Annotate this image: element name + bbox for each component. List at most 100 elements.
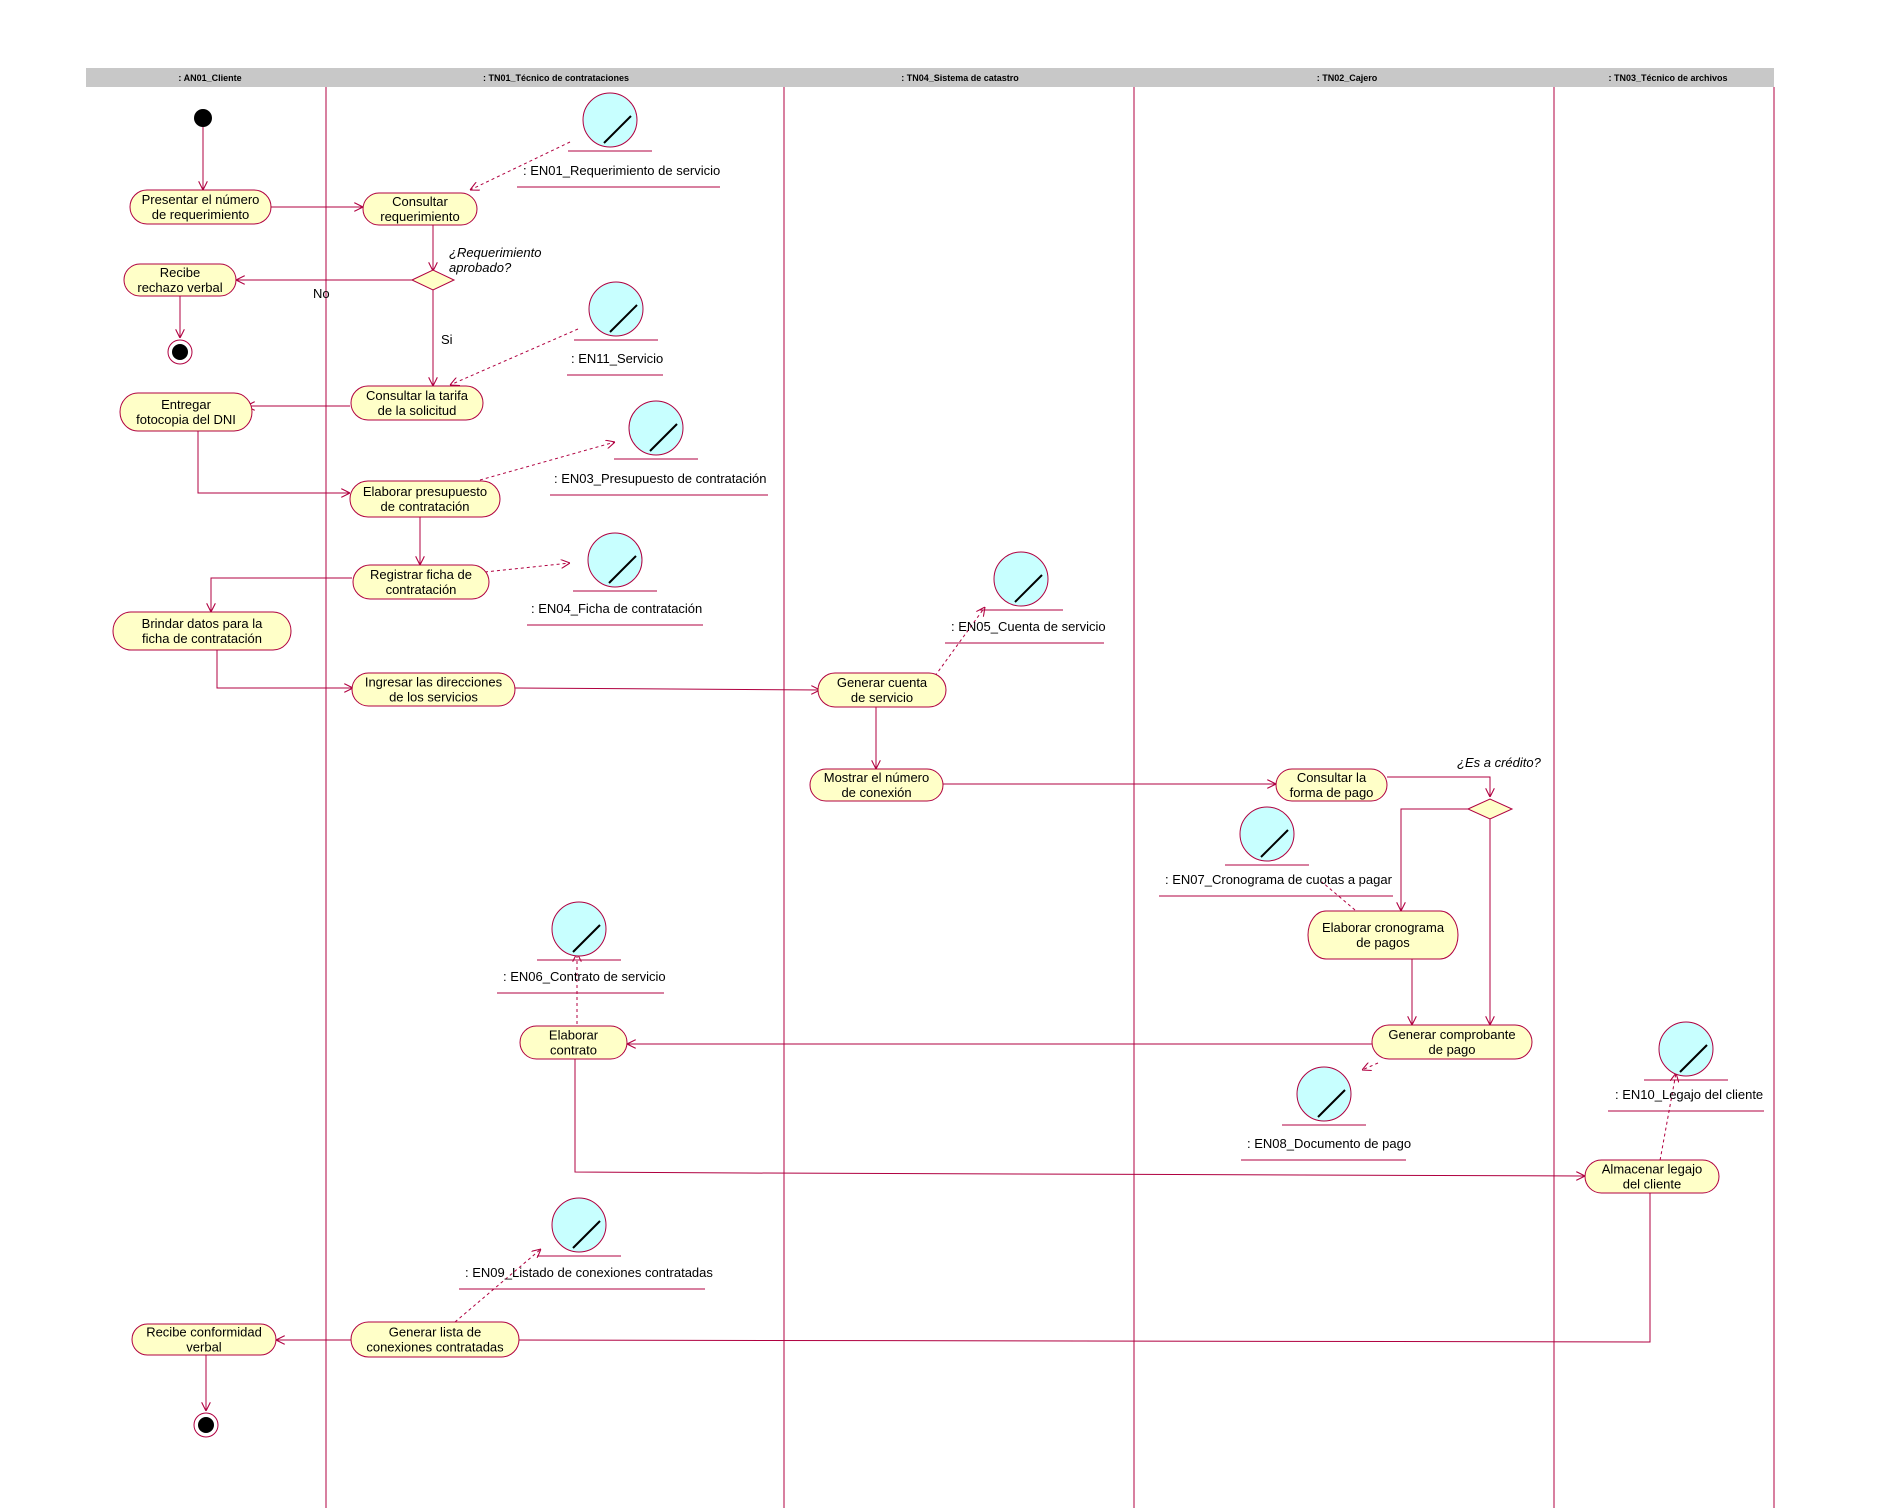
activity-label: Consultar [392, 194, 448, 209]
flow-edge [216, 650, 353, 688]
entity-en05: : EN05_Cuenta de servicio [945, 551, 1106, 644]
activity-label: Presentar el número [142, 192, 260, 207]
guard-yes: Si [441, 332, 453, 347]
guard-no: No [313, 286, 330, 301]
entity-icon [551, 1197, 607, 1253]
activity-box [1307, 910, 1459, 960]
final-node-rejection-core [172, 344, 188, 360]
activity-label: Elaborar presupuesto [363, 484, 487, 499]
activity-label: Generar comprobante [1388, 1027, 1515, 1042]
activity-label: de la solicitud [378, 403, 457, 418]
entity-icon [1296, 1066, 1352, 1122]
entity-icon-slash [1014, 574, 1043, 603]
entity-label: : EN09_Listado de conexiones contratadas [465, 1265, 713, 1280]
activity-label: de contratación [381, 499, 470, 514]
entity-en06: : EN06_Contrato de servicio [497, 901, 666, 994]
flow-edge [197, 430, 350, 493]
flow-edge [211, 577, 352, 612]
entity-label: : EN08_Documento de pago [1247, 1136, 1411, 1151]
activity-box [131, 1323, 277, 1356]
guard-question-requerimiento-2: aprobado? [449, 260, 512, 275]
activity-label: Registrar ficha de [370, 567, 472, 582]
activity-label: Elaborar cronograma [1322, 920, 1445, 935]
activity-label: del cliente [1623, 1177, 1682, 1192]
activity-label: Brindar datos para la [142, 616, 263, 631]
control-flows [180, 127, 1651, 1411]
activity-label: conexiones contratadas [366, 1340, 504, 1355]
activity-label: contratación [386, 582, 457, 597]
activity-label: rechazo verbal [137, 280, 222, 295]
activity-label: Entregar [161, 397, 212, 412]
activity-label: Generar cuenta [837, 675, 928, 690]
entity-label: : EN01_Requerimiento de servicio [523, 163, 720, 178]
entity-en03: : EN03_Presupuesto de contratación [550, 400, 768, 496]
entity-icon-slash [609, 304, 638, 333]
activity-label: de servicio [851, 690, 913, 705]
entity-icon-slash [1317, 1089, 1346, 1118]
activity-box [1371, 1024, 1533, 1060]
entity-icon-slash [1260, 829, 1289, 858]
entity-en04: : EN04_Ficha de contratación [527, 532, 703, 626]
entity-en08: : EN08_Documento de pago [1241, 1066, 1411, 1161]
entity-icon [587, 532, 643, 588]
flow-edge [1401, 808, 1468, 911]
activity-label: Mostrar el número [824, 770, 929, 785]
activity-label: ficha de contratación [142, 631, 262, 646]
activity-label: Recibe [160, 265, 200, 280]
entity-en01: : EN01_Requerimiento de servicio [517, 92, 720, 188]
activity-label: de pago [1429, 1042, 1476, 1057]
activity-label: Consultar la [1297, 770, 1367, 785]
entity-en11: : EN11_Servicio [567, 281, 663, 376]
activity-label: requerimiento [380, 209, 460, 224]
decision-requerimiento-aprobado [410, 269, 456, 291]
activity-label: de pagos [1356, 935, 1410, 950]
entity-icon-slash [603, 115, 632, 144]
entity-icon [1658, 1021, 1714, 1077]
flow-edge [514, 688, 820, 690]
entity-en07: : EN07_Cronograma de cuotas a pagar [1159, 806, 1393, 897]
object-flow-edge [1362, 1063, 1379, 1070]
object-flow-edge [454, 1249, 541, 1323]
activity-box [1275, 768, 1388, 802]
entity-label: : EN03_Presupuesto de contratación [554, 471, 766, 486]
entity-icon [993, 551, 1049, 607]
activity-label: Almacenar legajo [1602, 1162, 1702, 1177]
activity-label: de los servicios [389, 690, 478, 705]
swimlane-title-sistema-catastro: : TN04_Sistema de catastro [901, 73, 1019, 83]
entity-en10: : EN10_Legajo del cliente [1608, 1021, 1764, 1112]
activity-label: Ingresar las direcciones [365, 675, 503, 690]
activity-label: de conexión [841, 785, 911, 800]
flow-edge [574, 1058, 1585, 1176]
object-flows [450, 141, 1676, 1323]
activity-box [519, 1025, 628, 1060]
activity-label: verbal [186, 1340, 222, 1355]
activity-box [129, 189, 272, 225]
activity-box [350, 385, 484, 421]
entity-icon-slash [649, 423, 678, 452]
entity-icon [582, 92, 638, 148]
entity-icon-slash [608, 555, 637, 584]
entity-icon-slash [1679, 1044, 1708, 1073]
swimlane-title-tecnico-archivos: : TN03_Técnico de archivos [1608, 73, 1727, 83]
entity-label: : EN04_Ficha de contratación [531, 601, 702, 616]
entity-en09: : EN09_Listado de conexiones contratadas [459, 1197, 713, 1290]
activity-label: Elaborar [549, 1028, 599, 1043]
swimlane-title-cajero: : TN02_Cajero [1317, 73, 1378, 83]
object-flow-edge [1321, 881, 1356, 911]
activity-box [119, 392, 253, 432]
guard-question-credito: ¿Es a crédito? [1457, 755, 1542, 770]
entities-layer: : EN01_Requerimiento de servicio : EN11_S… [459, 92, 1764, 1290]
activity-label: Recibe conformidad [146, 1325, 262, 1340]
activity-label: Generar lista de [389, 1325, 482, 1340]
